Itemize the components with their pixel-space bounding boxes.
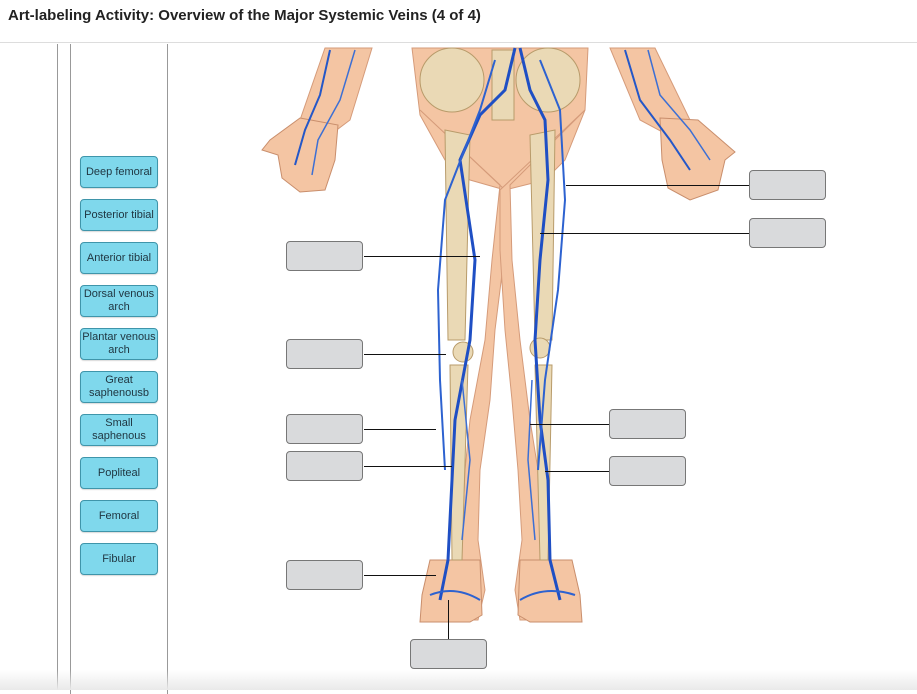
drop-target[interactable] — [749, 218, 826, 248]
chip-deep-femoral[interactable]: Deep femoral — [80, 156, 158, 188]
word-bank-panel — [70, 44, 168, 694]
drop-target[interactable] — [749, 170, 826, 200]
leader-line — [545, 471, 610, 472]
page-title: Art-labeling Activity: Overview of the M… — [8, 7, 481, 24]
leader-line — [364, 354, 446, 355]
drop-target[interactable] — [286, 451, 363, 481]
leader-line — [364, 466, 452, 467]
chip-small-saphenous[interactable]: Small saphenous — [80, 414, 158, 446]
chip-great-saphenous[interactable]: Great saphenousb — [80, 371, 158, 403]
chip-femoral[interactable]: Femoral — [80, 500, 158, 532]
leader-line — [540, 233, 749, 234]
chip-popliteal[interactable]: Popliteal — [80, 457, 158, 489]
chip-dorsal-venous-arch[interactable]: Dorsal venous arch — [80, 285, 158, 317]
drop-target[interactable] — [286, 339, 363, 369]
leader-line — [566, 185, 749, 186]
bottom-fade — [0, 670, 917, 690]
leader-line — [530, 424, 610, 425]
drop-target[interactable] — [286, 414, 363, 444]
drop-target[interactable] — [410, 639, 487, 669]
leader-line — [364, 429, 436, 430]
drop-target[interactable] — [609, 456, 686, 486]
chip-anterior-tibial[interactable]: Anterior tibial — [80, 242, 158, 274]
drop-target[interactable] — [286, 241, 363, 271]
drop-target[interactable] — [286, 560, 363, 590]
panel-outer-line — [57, 44, 58, 690]
drop-target[interactable] — [609, 409, 686, 439]
leader-line — [364, 575, 436, 576]
chip-plantar-venous-arch[interactable]: Plantar venous arch — [80, 328, 158, 360]
leader-line — [448, 600, 449, 640]
chip-posterior-tibial[interactable]: Posterior tibial — [80, 199, 158, 231]
leader-line — [364, 256, 480, 257]
header-divider — [0, 42, 917, 43]
chip-fibular[interactable]: Fibular — [80, 543, 158, 575]
